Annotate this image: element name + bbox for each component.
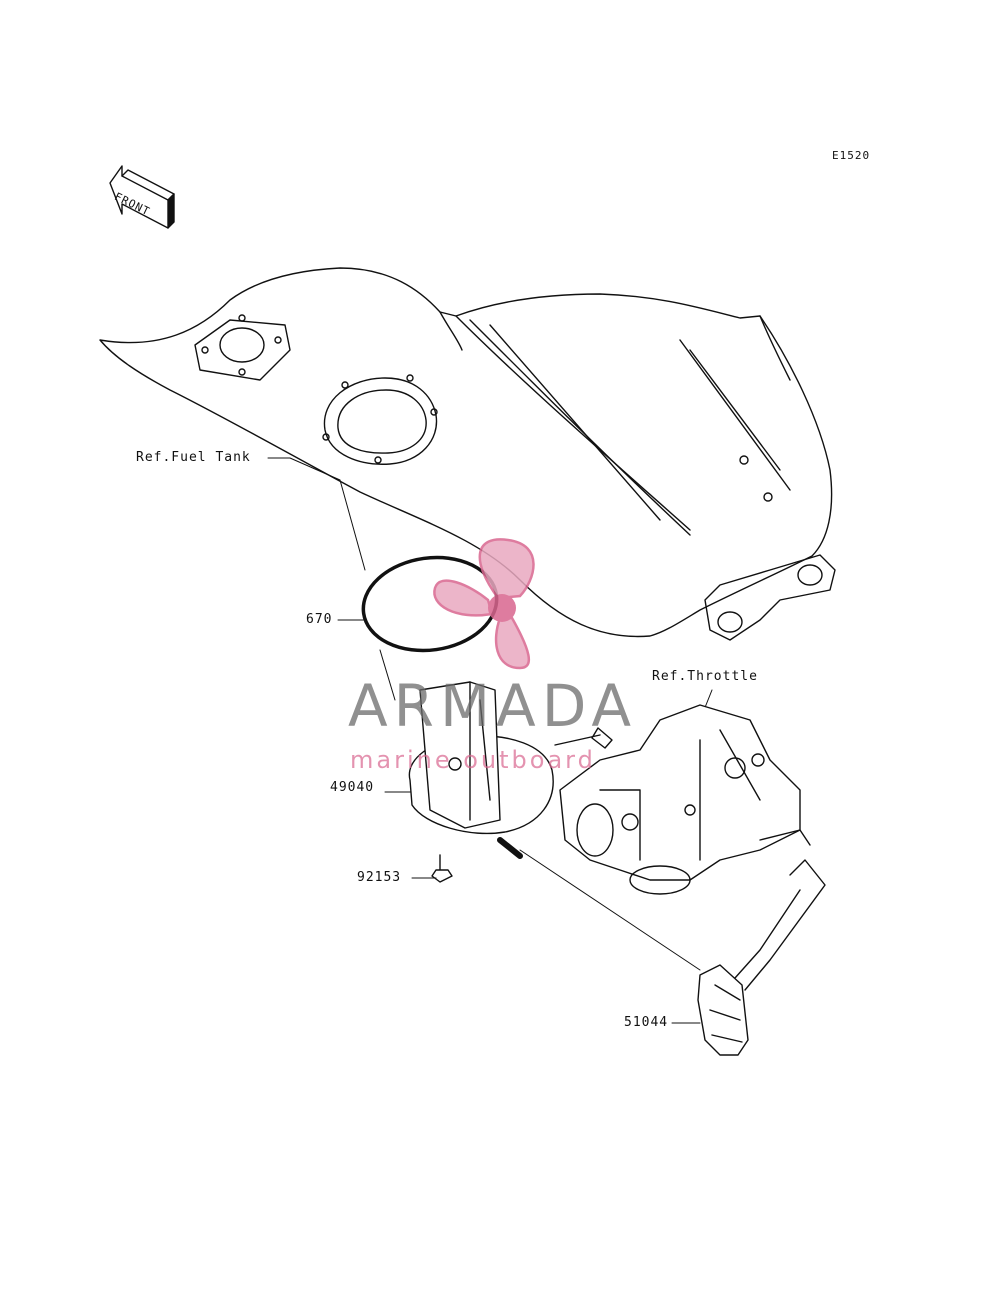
part-number-49040: 49040 — [330, 780, 375, 795]
fuel-pump-part — [408, 681, 613, 859]
part-number-51044: 51044 — [624, 1015, 669, 1030]
part-number-670: 670 — [306, 612, 333, 627]
fuel-hose-part — [697, 859, 826, 1056]
ref-throttle-label: Ref.Throttle — [652, 669, 758, 684]
watermark-brand: ARMADA — [348, 672, 638, 740]
front-arrow-icon — [109, 165, 175, 229]
diagram-code: E1520 — [832, 149, 871, 162]
ref-fuel-tank-label: Ref.Fuel Tank — [136, 450, 251, 465]
part-number-92153: 92153 — [357, 870, 402, 885]
bolt-part — [431, 854, 453, 883]
propeller-icon — [433, 538, 535, 670]
throttle-body-part — [559, 704, 811, 895]
fuel-tank-outline — [99, 267, 836, 641]
watermark-tagline: marine outboard — [350, 746, 596, 774]
